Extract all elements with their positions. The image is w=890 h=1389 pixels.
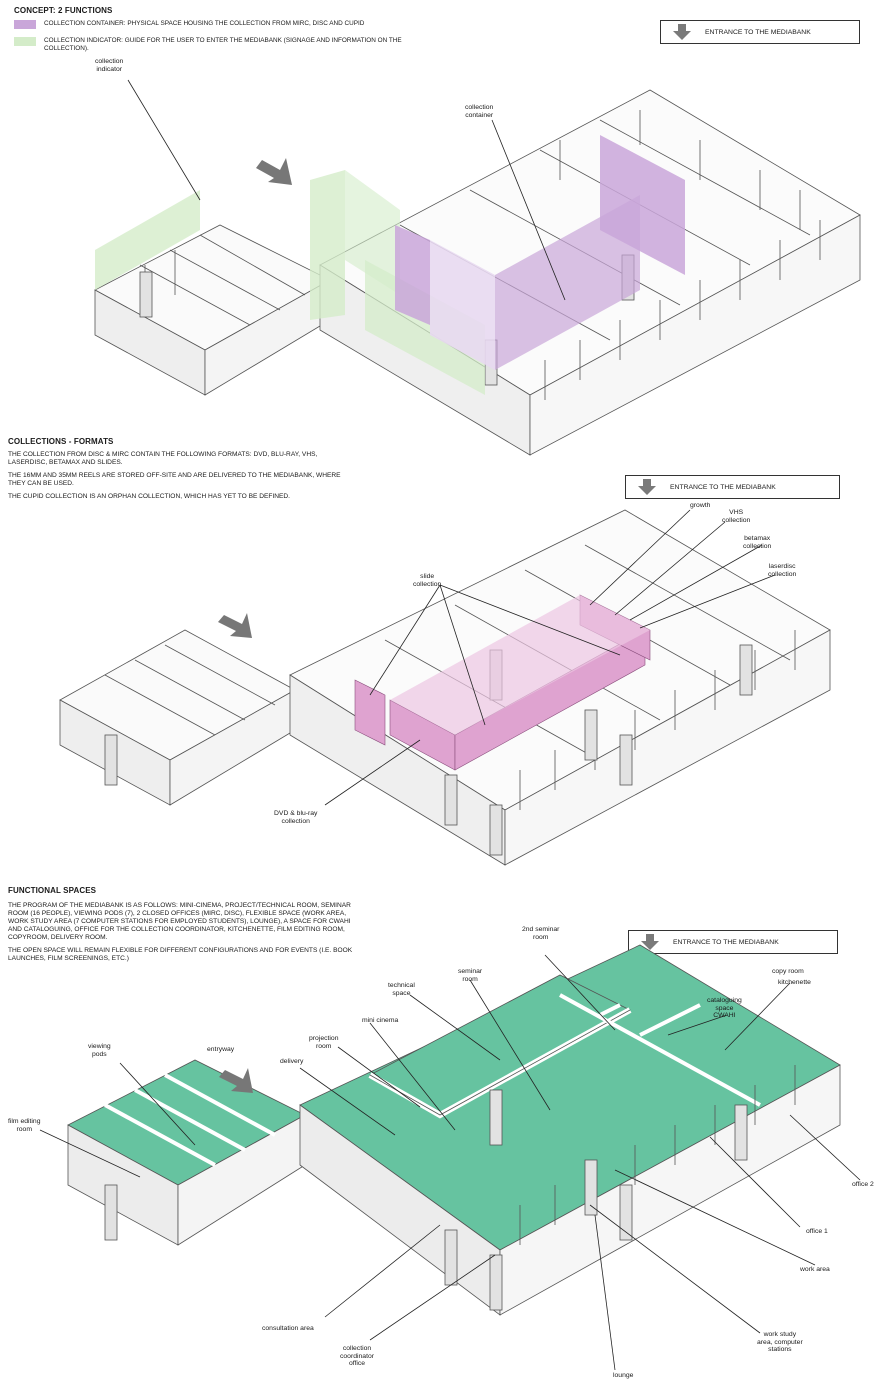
label-consultation: consultation area: [262, 1325, 314, 1332]
label-office-2: office 2: [852, 1181, 874, 1188]
label-film-editing: film editing room: [8, 1118, 41, 1133]
section-2-body: THE COLLECTION FROM DISC & MIRC CONTAIN …: [8, 451, 358, 506]
label-technical: technical space: [388, 982, 415, 997]
paragraph: THE PROGRAM OF THE MEDIABANK IS AS FOLLO…: [8, 902, 351, 941]
label-work-area: work area: [800, 1266, 830, 1273]
label-vhs: VHS collection: [722, 509, 751, 524]
label-cataloguing: cataloguing space CWAHI: [707, 997, 742, 1019]
entry-arrow-icon: [256, 158, 292, 185]
section-3-heading: FUNCTIONAL SPACES: [8, 886, 97, 895]
container-end: [395, 225, 430, 325]
section-2-heading: COLLECTIONS - FORMATS: [8, 437, 114, 446]
label-kitchenette: kitchenette: [778, 979, 811, 986]
down-arrow-icon: [641, 934, 659, 950]
legend-label: COLLECTION CONTAINER: PHYSICAL SPACE HOU…: [44, 20, 365, 27]
section-1-heading: CONCEPT: 2 FUNCTIONS: [14, 6, 113, 15]
label-laserdisc: laserdisc collection: [768, 563, 797, 578]
label-2nd-seminar: 2nd seminar room: [522, 926, 560, 941]
legend-label: COLLECTION INDICATOR: GUIDE FOR THE USER…: [44, 37, 402, 52]
entrance-button-2[interactable]: ENTRANCE TO THE MEDIABANK: [625, 475, 840, 499]
container-return-wall: [600, 135, 685, 275]
label-coordinator: collection coordinator office: [340, 1345, 375, 1367]
label-collection-indicator: collection indicator: [95, 58, 124, 73]
paragraph: THE COLLECTION FROM DISC & MIRC CONTAIN …: [8, 451, 318, 466]
down-arrow-icon: [673, 24, 691, 40]
container-long-wall: [495, 195, 640, 370]
plan-drawing-2: [59, 509, 831, 866]
label-growth: growth: [690, 502, 711, 509]
entrance-label: ENTRANCE TO THE MEDIABANK: [670, 483, 776, 491]
entry-arrow-icon: [218, 613, 252, 638]
legend-item-indicator: COLLECTION INDICATOR: GUIDE FOR THE USER…: [14, 37, 404, 53]
label-viewing-pods: viewing pods: [88, 1043, 111, 1058]
entrance-button-1[interactable]: ENTRANCE TO THE MEDIABANK: [660, 20, 860, 44]
label-lounge: lounge: [613, 1372, 634, 1379]
label-entryway: entryway: [207, 1046, 235, 1053]
paragraph: THE 16MM AND 35MM REELS ARE STORED OFF-S…: [8, 472, 341, 487]
legend-item-container: COLLECTION CONTAINER: PHYSICAL SPACE HOU…: [14, 20, 404, 29]
entrance-label: ENTRANCE TO THE MEDIABANK: [673, 938, 779, 946]
label-delivery: delivery: [280, 1058, 304, 1065]
entry-arrow-icon: [219, 1068, 253, 1093]
indicator-wall-left: [95, 190, 200, 290]
entrance-label: ENTRANCE TO THE MEDIABANK: [705, 28, 811, 36]
paragraph: THE OPEN SPACE WILL REMAIN FLEXIBLE FOR …: [8, 947, 353, 962]
indicator-wall-mid: [310, 170, 345, 320]
label-collection-container: collection container: [465, 104, 494, 119]
label-mini-cinema: mini cinema: [362, 1017, 399, 1024]
down-arrow-icon: [638, 479, 656, 495]
label-work-study: work study area, computer stations: [757, 1331, 803, 1353]
label-projection: projection room: [309, 1035, 339, 1050]
label-dvd: DVD & blu-ray collection: [274, 810, 318, 825]
container-swatch: [14, 20, 36, 29]
label-betamax: betamax collection: [743, 535, 772, 550]
label-seminar: seminar room: [458, 968, 483, 983]
label-slide: slide collection: [413, 573, 442, 588]
entrance-button-3[interactable]: ENTRANCE TO THE MEDIABANK: [628, 930, 838, 954]
legend: COLLECTION CONTAINER: PHYSICAL SPACE HOU…: [14, 20, 404, 53]
paragraph: THE CUPID COLLECTION IS AN ORPHAN COLLEC…: [8, 493, 290, 500]
indicator-swatch: [14, 37, 36, 46]
slide-shelf: [354, 679, 386, 746]
label-office-1: office 1: [806, 1228, 828, 1235]
plan-drawing-3: [39, 944, 861, 1371]
section-3-body: THE PROGRAM OF THE MEDIABANK IS AS FOLLO…: [8, 902, 358, 968]
plan-drawing-1: [94, 79, 861, 456]
label-copy-room: copy room: [772, 968, 804, 975]
